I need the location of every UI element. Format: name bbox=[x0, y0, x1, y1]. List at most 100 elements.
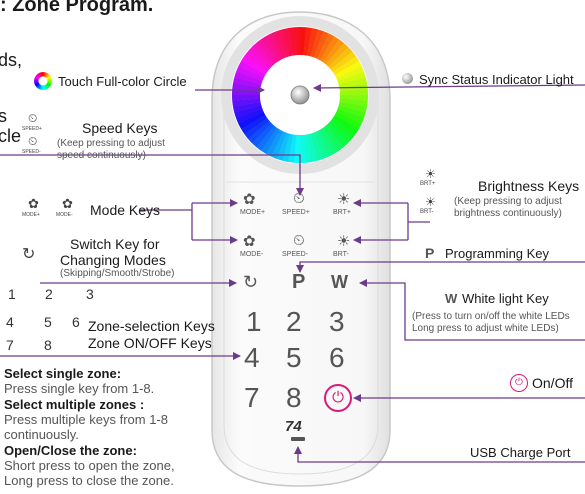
color-wheel-segment[interactable] bbox=[339, 98, 368, 108]
color-wheel-segment[interactable] bbox=[238, 60, 266, 79]
color-wheel-segment[interactable] bbox=[337, 105, 366, 119]
color-wheel-segment[interactable] bbox=[332, 115, 359, 135]
color-wheel-segment[interactable] bbox=[299, 134, 306, 163]
color-wheel-segment[interactable] bbox=[234, 71, 263, 85]
zone-onoff-label: Zone ON/OFF Keys bbox=[88, 335, 212, 351]
color-wheel-segment[interactable] bbox=[322, 125, 344, 151]
color-wheel-segment[interactable] bbox=[276, 132, 290, 161]
color-wheel-segment[interactable] bbox=[306, 133, 318, 163]
color-wheel-segment[interactable] bbox=[303, 134, 312, 163]
color-wheel-segment[interactable] bbox=[339, 95, 368, 102]
color-wheel-segment[interactable] bbox=[339, 89, 369, 96]
text-fragment-s: s bbox=[0, 106, 7, 126]
color-wheel-segment[interactable] bbox=[293, 134, 300, 163]
brt-minus-icon[interactable]: ☀ bbox=[337, 233, 351, 250]
color-wheel-segment[interactable] bbox=[325, 42, 349, 67]
color-wheel-segment[interactable] bbox=[288, 27, 297, 56]
zone-key-5[interactable]: 5 bbox=[286, 342, 302, 373]
color-wheel-segment[interactable] bbox=[244, 117, 270, 139]
legend-digit-4: 4 bbox=[6, 314, 14, 330]
color-wheel-segment[interactable] bbox=[338, 101, 367, 113]
color-wheel-segment[interactable] bbox=[294, 26, 301, 56]
color-wheel-segment[interactable] bbox=[319, 127, 340, 155]
zone-key-7[interactable]: 7 bbox=[244, 382, 260, 413]
connector-lines bbox=[0, 83, 585, 463]
zone-key-3[interactable]: 3 bbox=[329, 306, 345, 337]
color-wheel-segment[interactable] bbox=[271, 31, 287, 59]
color-wheel-segment[interactable] bbox=[306, 28, 318, 57]
color-wheel-segment[interactable] bbox=[334, 111, 362, 130]
on-off-label: On/Off bbox=[532, 375, 573, 391]
color-wheel-segment[interactable] bbox=[266, 33, 284, 61]
color-wheel-segment[interactable] bbox=[251, 42, 275, 67]
speed-plus-icon[interactable]: ⏲ bbox=[293, 190, 305, 207]
color-wheel-segment[interactable] bbox=[260, 35, 281, 63]
power-button-icon[interactable]: ⏻ bbox=[324, 384, 352, 412]
color-wheel-segment[interactable] bbox=[256, 39, 278, 65]
color-wheel-segment[interactable] bbox=[300, 27, 307, 56]
zone-key-2[interactable]: 2 bbox=[286, 306, 302, 337]
color-wheel-segment[interactable] bbox=[234, 105, 263, 119]
color-wheel-segment[interactable] bbox=[338, 77, 368, 89]
color-wheel-segment[interactable] bbox=[238, 111, 266, 129]
color-wheel-segment[interactable] bbox=[322, 39, 344, 65]
color-wheel-segment[interactable] bbox=[325, 123, 349, 148]
p-key[interactable]: P bbox=[292, 271, 306, 293]
switch-key-note: (Skipping/Smooth/Strobe) bbox=[60, 268, 175, 279]
legend-digit-1: 1 bbox=[8, 286, 16, 302]
color-wheel-segment[interactable] bbox=[316, 129, 334, 157]
color-wheel-segment[interactable] bbox=[236, 108, 264, 124]
color-wheel-segment[interactable] bbox=[334, 61, 362, 79]
color-wheel-segment[interactable] bbox=[232, 94, 261, 101]
instr-heading-open-close: Open/Close the zone: bbox=[4, 443, 137, 458]
color-wheel-segment[interactable] bbox=[310, 132, 324, 161]
color-wheel-segment[interactable] bbox=[330, 117, 356, 139]
zone-key-8[interactable]: 8 bbox=[286, 382, 302, 413]
color-wheel-segment[interactable] bbox=[233, 77, 262, 89]
programming-key-label: Programming Key bbox=[445, 246, 550, 261]
color-wheel-segment[interactable] bbox=[328, 46, 353, 70]
color-wheel-segment[interactable] bbox=[236, 65, 264, 82]
color-wheel-segment[interactable] bbox=[336, 108, 364, 125]
color-wheel-segment[interactable] bbox=[313, 31, 330, 59]
color-wheel-segment[interactable] bbox=[270, 131, 287, 159]
w-key[interactable]: W bbox=[331, 272, 348, 292]
speed-minus-icon[interactable]: ⏲ bbox=[293, 232, 305, 249]
color-wheel-segment[interactable] bbox=[260, 127, 280, 154]
switch-legend-icon: ↻ bbox=[22, 246, 36, 263]
color-wheel-segment[interactable] bbox=[240, 114, 268, 135]
color-wheel-segment[interactable] bbox=[251, 123, 275, 148]
brt-plus-icon[interactable]: ☀ bbox=[337, 191, 351, 208]
mode-minus-icon[interactable]: ✿ bbox=[243, 233, 256, 250]
color-wheel-segment[interactable] bbox=[265, 129, 284, 157]
color-wheel-segment[interactable] bbox=[256, 125, 278, 151]
color-wheel-segment[interactable] bbox=[244, 51, 270, 73]
mode-plus-icon[interactable]: ✿ bbox=[243, 191, 256, 208]
color-wheel-segment[interactable] bbox=[232, 98, 261, 107]
color-wheel-segment[interactable] bbox=[247, 120, 272, 144]
switch-key-icon[interactable]: ↻ bbox=[243, 272, 259, 292]
brt-minus-key-label: BRT- bbox=[333, 251, 349, 258]
zone-key-6[interactable]: 6 bbox=[329, 342, 345, 373]
zone-key-1[interactable]: 1 bbox=[246, 306, 262, 337]
color-wheel-segment[interactable] bbox=[316, 33, 335, 61]
color-wheel-segment[interactable] bbox=[336, 66, 364, 82]
color-wheel-segment[interactable] bbox=[313, 131, 329, 159]
color-wheel-segment[interactable] bbox=[232, 101, 262, 113]
color-wheel-segment[interactable] bbox=[241, 55, 268, 75]
usb-port bbox=[291, 437, 305, 441]
instr-text-single: Press single key from 1-8. bbox=[4, 381, 155, 396]
instr-heading-single: Select single zone: bbox=[4, 366, 122, 381]
color-wheel-segment[interactable] bbox=[330, 51, 356, 73]
color-wheel-segment[interactable] bbox=[310, 29, 324, 58]
color-wheel-segment[interactable] bbox=[332, 55, 360, 76]
color-wheel-segment[interactable] bbox=[337, 71, 366, 85]
color-wheel-segment[interactable] bbox=[320, 36, 340, 63]
color-wheel-segment[interactable] bbox=[247, 46, 272, 70]
color-wheel-segment[interactable] bbox=[276, 29, 290, 58]
color-wheel-segment[interactable] bbox=[282, 27, 294, 57]
color-wheel-segment[interactable] bbox=[303, 27, 313, 56]
zone-key-4[interactable]: 4 bbox=[244, 342, 260, 373]
color-wheel-segment[interactable] bbox=[328, 120, 353, 144]
